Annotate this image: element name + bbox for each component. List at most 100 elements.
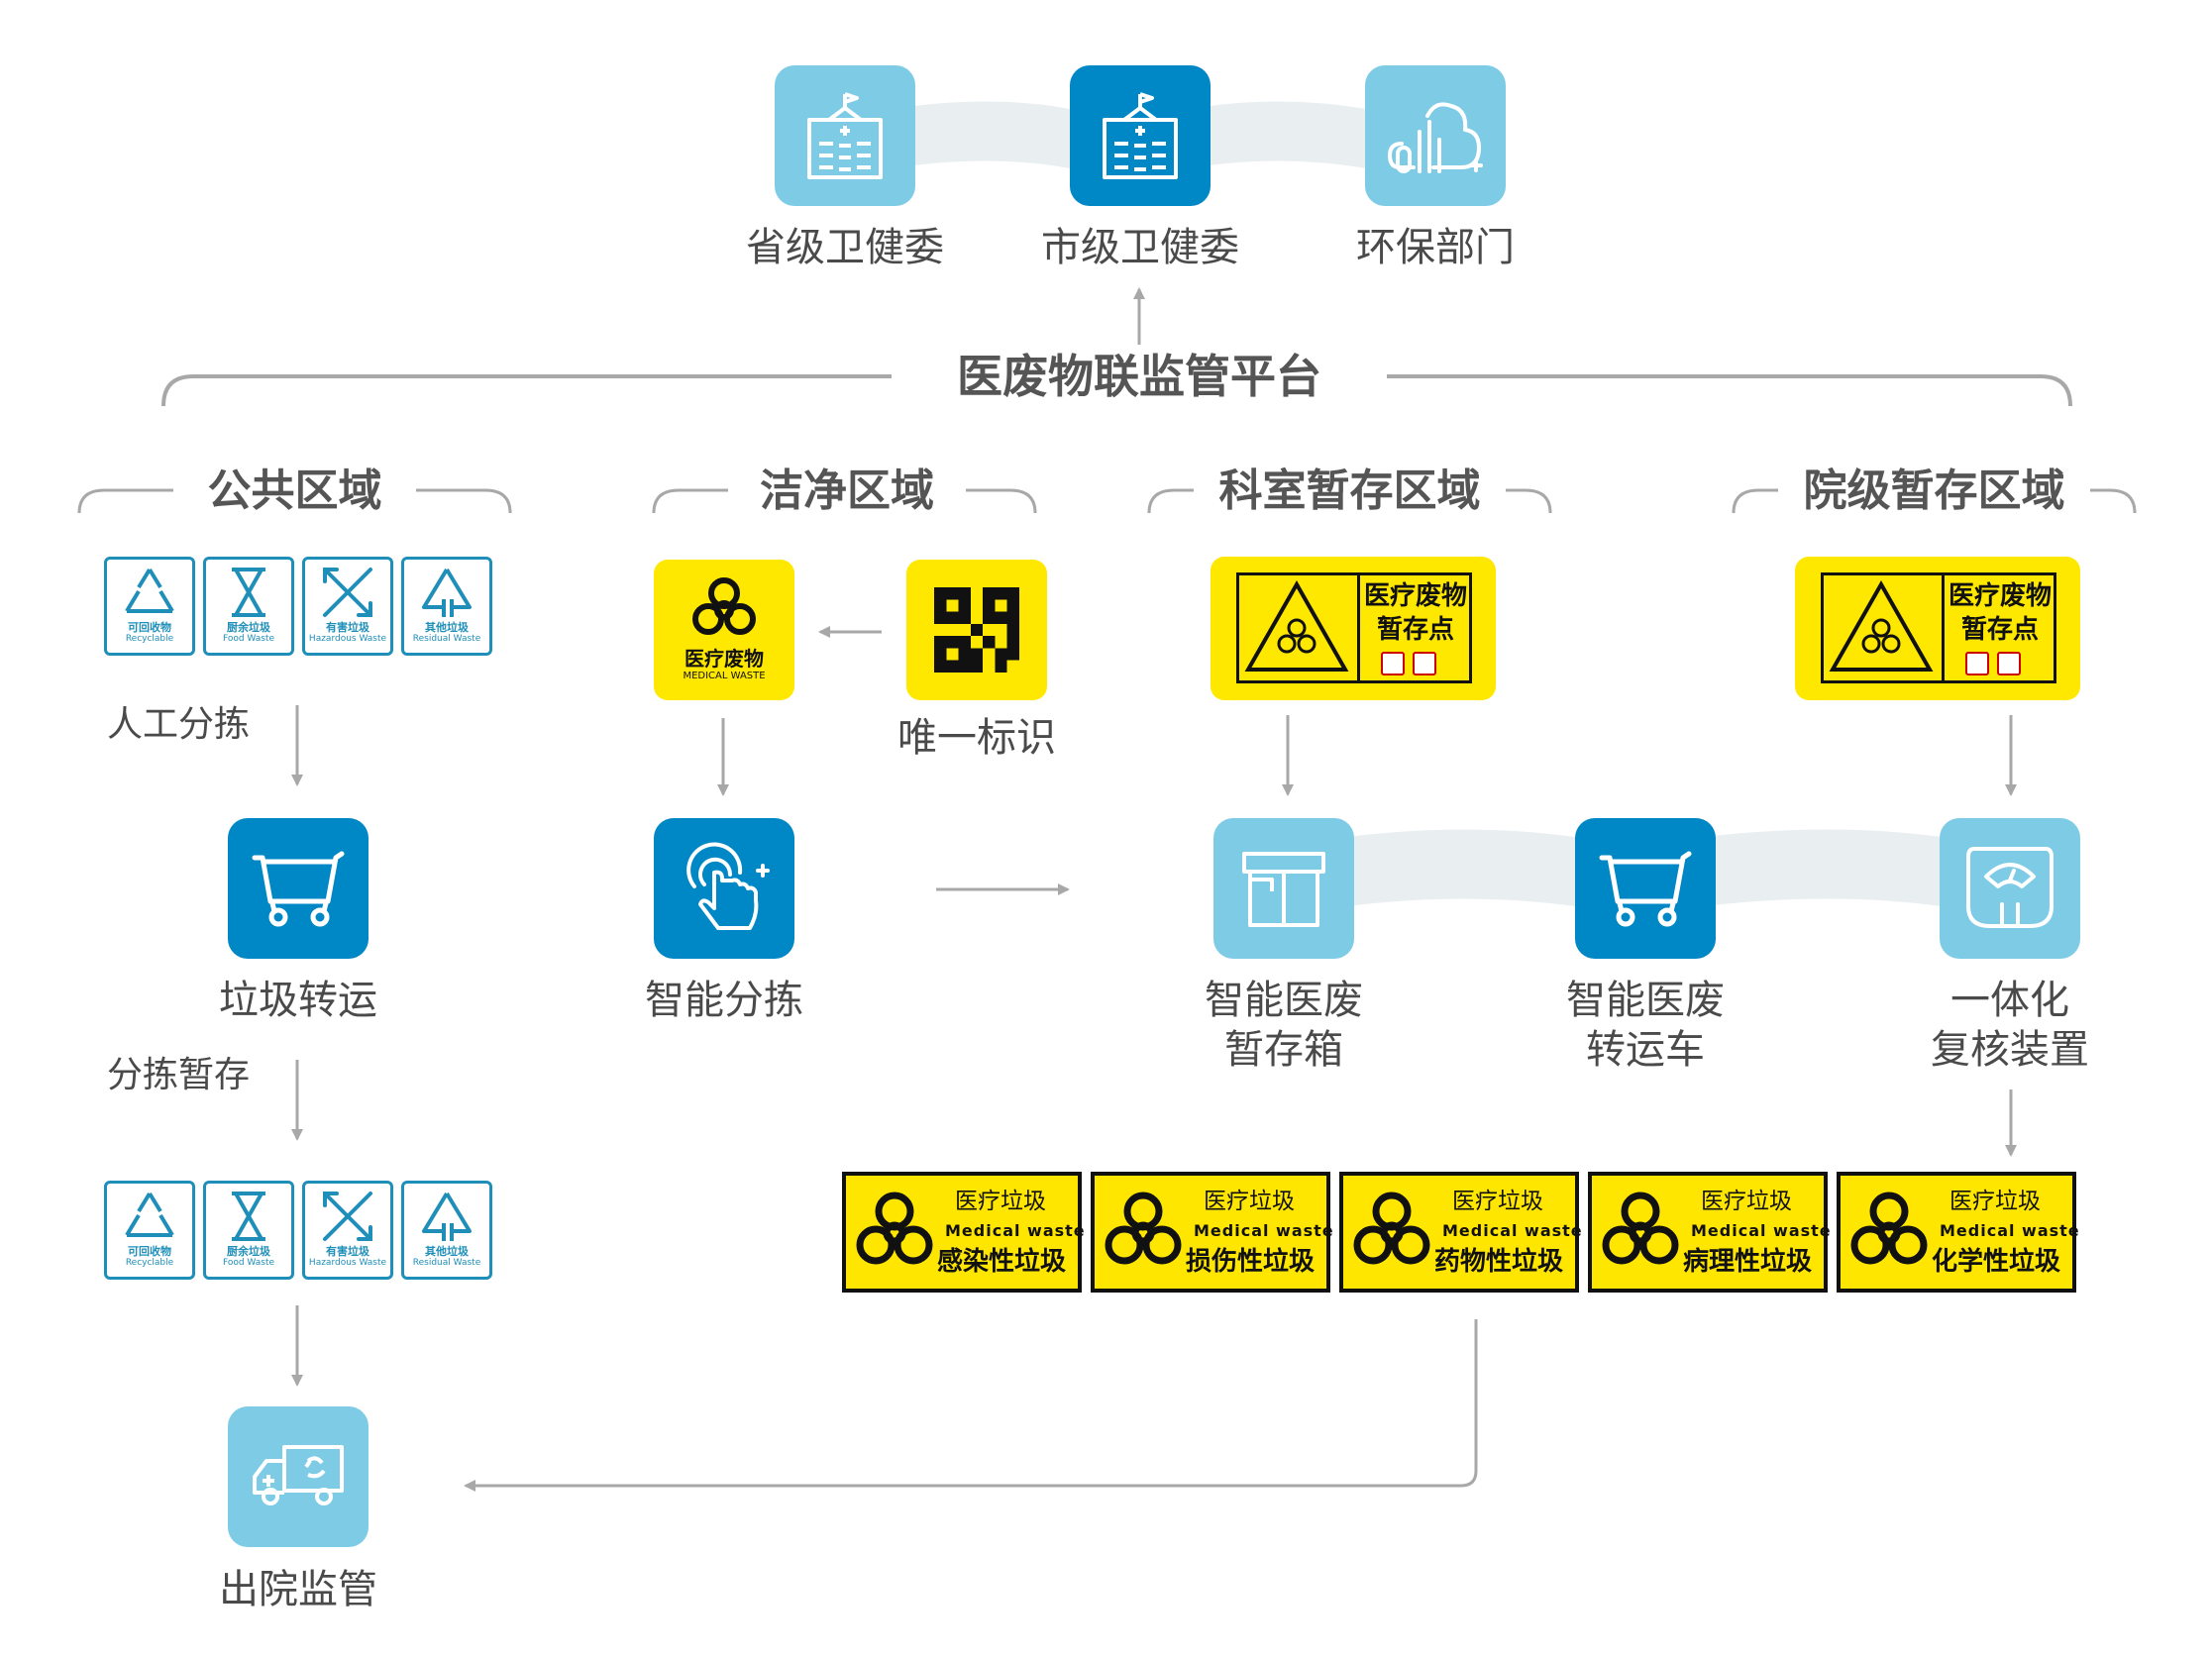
- waste-label-title: 医疗垃圾: [1204, 1189, 1295, 1214]
- biohazard-icon: [1850, 1192, 1928, 1265]
- hourglass-icon: [232, 568, 265, 617]
- waste-label-pharmaceutical: 医疗垃圾 Medical waste 药物性垃圾: [1339, 1172, 1582, 1293]
- hazard-cross-icon: [323, 1192, 372, 1241]
- waste-label-type: 化学性垃圾: [1932, 1247, 2061, 1277]
- smart-sort-tile: [654, 818, 794, 959]
- provincial-health-commission-label: 省级卫健委: [746, 225, 944, 270]
- bin-label: 有害垃圾: [326, 1245, 369, 1258]
- sign-divider: [1357, 574, 1360, 681]
- bin-hazardous: 有害垃圾 Hazardous Waste: [302, 1181, 393, 1280]
- storage-sign-line1: 医疗废物: [1948, 581, 2052, 611]
- residual-icon: [422, 568, 472, 617]
- unique-id-label: 唯一标识: [897, 715, 1056, 761]
- manual-sort-label: 人工分拣: [107, 704, 251, 745]
- environment-department-label: 环保部门: [1356, 225, 1515, 270]
- smart-transfer-cart-tile: [1575, 818, 1716, 959]
- garbage-transfer-tile: [228, 818, 369, 959]
- smart-storage-box-tile: [1213, 818, 1354, 959]
- scale-icon: [1966, 847, 2054, 928]
- qr-code-icon: [934, 587, 1019, 673]
- waste-label-title: 医疗垃圾: [1701, 1189, 1792, 1214]
- bin-label: 可回收物: [128, 1245, 171, 1258]
- bin-label: 可回收物: [128, 621, 171, 634]
- waste-label-subtitle: Medical waste: [1940, 1221, 2080, 1240]
- zone-clean-header: 洁净区域: [728, 464, 966, 519]
- bin-recyclable: 可回收物 Recyclable: [104, 1181, 195, 1280]
- sort-store-label: 分拣暂存: [107, 1055, 251, 1095]
- bin-label: 有害垃圾: [326, 621, 369, 634]
- waste-label-title: 医疗垃圾: [955, 1189, 1046, 1214]
- waste-label-infectious: 医疗垃圾 Medical waste 感染性垃圾: [842, 1172, 1085, 1293]
- sign-frame: [1236, 572, 1472, 683]
- waste-label-subtitle: Medical waste: [1194, 1221, 1334, 1240]
- cart-icon: [252, 851, 345, 927]
- bin-residual: 其他垃圾 Residual Waste: [401, 1181, 492, 1280]
- storage-sign-line1: 医疗废物: [1363, 581, 1467, 611]
- exit-supervision-tile: [228, 1406, 369, 1547]
- biohazard-icon: [1353, 1192, 1430, 1265]
- waste-label-type: 损伤性垃圾: [1186, 1247, 1316, 1277]
- hourglass-icon: [232, 1192, 265, 1241]
- recycle-icon: [125, 568, 174, 613]
- waste-label-title: 医疗垃圾: [1949, 1189, 2041, 1214]
- medical-waste-badge-en: MEDICAL WASTE: [683, 671, 766, 681]
- municipal-health-commission-label: 市级卫健委: [1041, 225, 1239, 270]
- bin-label: 其他垃圾: [425, 621, 469, 634]
- waste-label-type: 感染性垃圾: [937, 1247, 1067, 1277]
- dept-storage-sign: 医疗废物 暂存点: [1211, 557, 1496, 700]
- waste-label-subtitle: Medical waste: [1442, 1221, 1583, 1240]
- medical-waste-badge-cn: 医疗废物: [685, 647, 764, 671]
- exit-supervision-label: 出院监管: [219, 1567, 377, 1612]
- biohazard-icon: [1602, 1192, 1679, 1265]
- zone-public-header: 公共区域: [173, 464, 416, 519]
- biohazard-icon: [692, 577, 756, 635]
- bin-label-en: Hazardous Waste: [308, 634, 387, 644]
- storage-box-icon: [1242, 852, 1325, 927]
- bin-label-en: Recyclable: [125, 1258, 174, 1268]
- bin-label-en: Recyclable: [125, 634, 174, 644]
- bin-label: 其他垃圾: [425, 1245, 469, 1258]
- bin-label: 厨余垃圾: [227, 1245, 270, 1258]
- touch-hand-icon: [686, 842, 770, 930]
- residual-icon: [422, 1192, 472, 1241]
- bin-recyclable: 可回收物 Recyclable: [104, 557, 195, 656]
- environment-tile: [1365, 65, 1506, 206]
- review-device-label-2: 复核装置: [1931, 1027, 2089, 1073]
- waste-label-injurious: 医疗垃圾 Medical waste 损伤性垃圾: [1091, 1172, 1333, 1293]
- smart-storage-box-label-2: 暂存箱: [1224, 1027, 1343, 1073]
- garbage-transfer-label: 垃圾转运: [219, 978, 377, 1023]
- smart-storage-box-label-1: 智能医废: [1205, 978, 1363, 1023]
- truck-icon: [253, 1445, 344, 1505]
- review-device-label-1: 一体化: [1950, 978, 2069, 1023]
- bin-label: 厨余垃圾: [227, 621, 270, 634]
- no-smoking-icon: [1381, 652, 1405, 675]
- biohazard-triangle-icon: [1829, 579, 1934, 672]
- biohazard-icon: [1105, 1192, 1182, 1265]
- zone-hospital-header: 院级暂存区域: [1778, 464, 2090, 519]
- waste-label-type: 病理性垃圾: [1683, 1247, 1813, 1277]
- bin-hazardous: 有害垃圾 Hazardous Waste: [302, 557, 393, 656]
- municipal-building-tile: [1070, 65, 1211, 206]
- waste-label-subtitle: Medical waste: [1691, 1221, 1832, 1240]
- hospital-building-icon: [1103, 92, 1178, 179]
- sign-frame: [1821, 572, 2056, 683]
- biohazard-icon: [856, 1192, 933, 1265]
- smart-sort-label: 智能分拣: [645, 978, 803, 1023]
- cloud-data-icon: [1388, 102, 1483, 173]
- bin-label-en: Food Waste: [222, 1258, 275, 1268]
- no-smoking-icon: [1965, 652, 1989, 675]
- zone-dept-header: 科室暂存区域: [1194, 464, 1506, 519]
- no-fire-icon: [1997, 652, 2021, 675]
- platform-title: 医废物联监管平台: [896, 347, 1382, 406]
- bin-label-en: Residual Waste: [412, 634, 481, 644]
- storage-sign-line2: 暂存点: [1376, 615, 1454, 645]
- provincial-building-tile: [775, 65, 915, 206]
- bin-residual: 其他垃圾 Residual Waste: [401, 557, 492, 656]
- qr-code-tile: [906, 560, 1047, 700]
- bin-label-en: Residual Waste: [412, 1258, 481, 1268]
- smart-transfer-cart-label-2: 转运车: [1586, 1027, 1705, 1073]
- hazard-cross-icon: [323, 568, 372, 617]
- recycle-icon: [125, 1192, 174, 1237]
- biohazard-triangle-icon: [1244, 579, 1349, 672]
